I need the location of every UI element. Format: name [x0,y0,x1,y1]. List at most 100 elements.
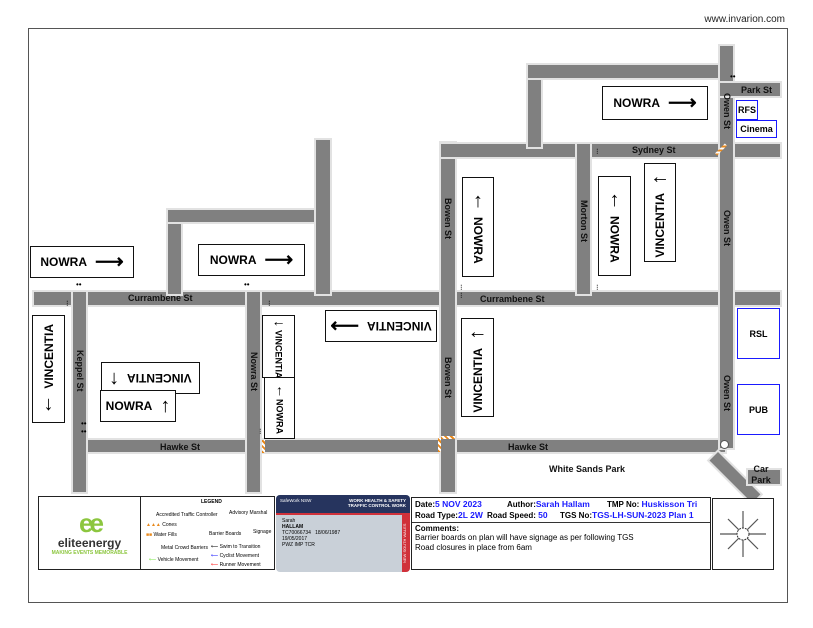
road-west-top [168,210,330,222]
signage-icon: ⁝ [596,147,599,156]
label-owen-south: Owen St [722,375,732,412]
legend-vehicle: ⟵ Vehicle Movement [149,557,199,563]
info-tgs: TGS No:TGS-LH-SUN-2023 Plan 1 [560,510,694,520]
sign-nowra-3: NOWRA ⟶ [602,86,708,120]
sign-text: VINCENTIA [127,371,192,385]
sign-text: NOWRA [607,215,622,263]
poi-pub: PUB [737,384,780,435]
sign-text: NOWRA [105,399,153,413]
road-north-link [528,65,541,147]
sign-text: VINCENTIA [653,193,667,258]
sign-text: VINCENTIA [367,319,432,333]
label-nowra-st: Nowra St [249,352,259,392]
sign-vincentia-morton: ← VINCENTIA [644,163,676,262]
info-panel: Date:5 NOV 2023 Author:Sarah Hallam TMP … [411,497,711,570]
logo-tagline: MAKING EVENTS MEMORABLE [51,550,128,556]
label-keppel: Keppel St [75,350,85,392]
sign-text: VINCENTIA [273,330,284,379]
road-nowra-st [247,292,260,492]
sign-vincentia-nowra-st: ←VINCENTIA [262,313,295,379]
legend-metal-barriers: Metal Crowd Barriers [161,545,208,551]
label-hawke-east: Hawke St [508,442,549,452]
arrow-left-icon: ← [271,313,286,330]
road-west-vertical [316,140,330,294]
legend-traffic-controller: Accredited Traffic Controller [156,512,218,518]
logo-panel: ee eliteenergy MAKING EVENTS MEMORABLE [38,496,141,570]
legend-title: LEGEND [201,499,222,505]
sign-nowra-1: NOWRA ⟶ [30,246,134,278]
sign-text: NOWRA [471,216,485,264]
info-author: Author:Sarah Hallam [507,499,590,509]
arrow-down-icon: ↓ [109,367,120,389]
signage-icon: ⁝⁝ [460,283,463,300]
arrow-up-icon: ↑ [609,188,620,211]
sign-vincentia-keppel: ↓ VINCENTIA [101,362,200,394]
road-car-park [748,470,780,484]
info-tmp: TMP No: Huskisson Tri [607,499,698,509]
arrow-up-icon: ↑ [473,189,483,212]
label-white-sands-park: White Sands Park [549,464,626,474]
road-north-top [528,65,728,78]
road-hawke [73,440,725,452]
label-sydney: Sydney St [632,145,676,155]
roundabout [720,440,729,449]
sign-nowra-keppel: NOWRA↑ [100,390,176,422]
signage-icon: •• [244,280,250,289]
arrow-up-icon: ↑ [276,381,283,398]
legend-swim: ⟵ Swim to Transition [211,544,261,550]
legend-advisory-marshal: Advisory Marshal [229,510,268,516]
arrow-left-icon: ← [650,166,670,189]
logo-name: eliteenergy [57,536,122,550]
info-divider [412,522,710,523]
legend-cones: ▲▲▲ Cones [146,522,177,528]
label-bowen-south: Bowen St [443,357,453,399]
legend-cyclist: ⟵ Cyclist Movement [211,553,260,559]
sign-nowra-bowen: ↑ NOWRA [462,177,494,277]
signage-icon: ⁝ [66,299,69,308]
legend-runner: ⟵ Runner Movement [211,562,261,568]
label-owen-north: Owen St [722,93,732,130]
arrow-left-icon: ⟵ [330,315,359,337]
sign-nowra-morton: ↑ NOWRA [598,176,631,276]
poi-cinema: Cinema [736,120,777,138]
arrow-right-icon: ⟶ [95,251,124,273]
sign-vincentia-bowen: ← VINCENTIA [461,318,494,417]
label-morton: Morton St [579,200,589,242]
label-bowen-north: Bowen St [443,198,453,240]
legend-panel: LEGEND Accredited Traffic Controller Adv… [140,496,275,570]
comment-line: Road closures in place from 6am [415,543,532,552]
poi-rsl: RSL [737,308,780,359]
comments-label: Comments: [415,524,460,533]
label-hawke-west: Hawke St [160,442,201,452]
signage-icon: ⁝ [596,283,599,292]
signage-icon: ⁝ [268,299,271,308]
plan-frame [28,28,788,603]
logo-mark: ee [79,508,104,538]
signage-icon: •••• [81,419,87,436]
site-url[interactable]: www.invarion.com [704,14,785,25]
label-car-park: Car Park [751,464,771,485]
arrow-right-icon: ⟶ [668,92,697,114]
sign-text: VINCENTIA [470,348,485,413]
signage-icon: •• [730,72,736,81]
info-date: Date:5 NOV 2023 [415,499,482,509]
arrow-left-icon: ← [467,321,488,344]
sign-text: NOWRA [40,255,87,269]
arrow-right-icon: ⟶ [264,249,294,271]
sign-nowra-2: NOWRA ⟶ [198,244,305,276]
barrier-boards [438,438,441,452]
legend-water-fills: ■■ Water Fills [146,532,177,538]
road-sydney [441,144,780,157]
sign-nowra-nowra-st: ↑NOWRA [264,377,295,439]
barrier-boards [441,436,455,439]
road-west-link [168,210,181,294]
compass-icon [720,511,766,557]
label-owen-mid: Owen St [722,210,732,247]
sign-text: NOWRA [209,253,257,267]
road-morton [577,144,590,294]
sign-text: NOWRA [613,96,660,110]
label-currambene-east: Currambene St [480,294,545,304]
road-currambene [34,292,780,305]
